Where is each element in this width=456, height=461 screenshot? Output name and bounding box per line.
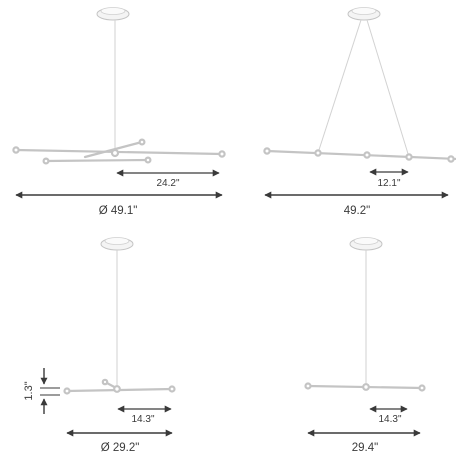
suspension-cables [317,19,410,158]
height-dimension [40,368,60,414]
ceiling-canopy [349,237,383,251]
overall-dimension-label: 29.4" [352,442,378,454]
overall-dimension-label: Ø 49.1" [99,205,138,217]
fixture-arms [12,138,226,165]
fixture-arms [263,147,456,163]
figure-bottom-left: 1.3" 14.3" Ø 29.2" [23,237,176,454]
height-dimension-label: 1.3" [23,381,35,400]
segment-dimension-label: 14.3" [131,414,154,425]
segment-dimension-label: 24.2" [156,178,179,189]
segment-dimension-label: 14.3" [378,414,401,425]
overall-dimension-label: 49.2" [344,205,370,217]
segment-dimension-label: 12.1" [377,178,400,189]
figure-bottom-right: 14.3" 29.4" [304,237,426,454]
ceiling-canopy [100,237,134,251]
fixture-arms [304,382,426,392]
overall-dimension-label: Ø 29.2" [101,442,140,454]
fixture-arms [63,378,176,395]
ceiling-canopy [96,7,130,21]
ceiling-canopy [347,7,381,21]
figure-top-right: 12.1" 49.2" [263,7,456,217]
figure-top-left: 24.2" Ø 49.1" [12,7,226,217]
